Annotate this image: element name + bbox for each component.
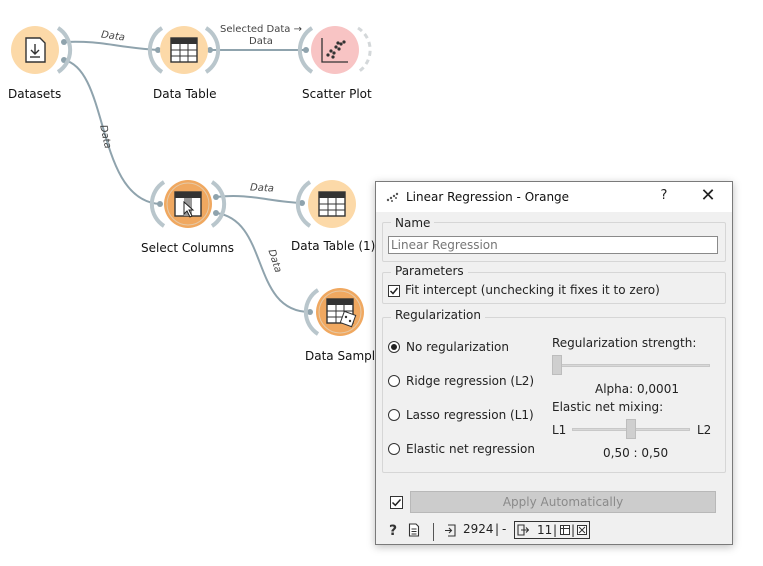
node-label-scatter-plot[interactable]: Scatter Plot xyxy=(302,87,372,101)
radio-label-lasso-regression[interactable]: Lasso regression (L1) xyxy=(406,408,534,422)
name-input[interactable] xyxy=(388,236,718,254)
input-count: 2924 xyxy=(463,522,494,536)
link-label-line-1: Selected Data → xyxy=(220,24,302,35)
radio-label-no-regularization[interactable]: No regularization xyxy=(406,340,510,354)
node-data-table[interactable] xyxy=(147,26,221,74)
l2-label: L2 xyxy=(697,423,712,437)
radio-no-regularization[interactable] xyxy=(388,341,400,353)
node-label-select-columns[interactable]: Select Columns xyxy=(141,241,235,255)
link-selectcolumns-datatable1[interactable] xyxy=(215,194,303,204)
linear-regression-dialog[interactable]: Linear Regression - Orange ? ✕ Name Para… xyxy=(375,181,733,545)
table-icon xyxy=(318,191,346,217)
help-button[interactable]: ? xyxy=(660,188,668,203)
l1-label: L1 xyxy=(552,423,567,437)
data-sampler-icon xyxy=(326,298,357,328)
model-icon xyxy=(560,525,570,535)
node-label-data-table-1[interactable]: Data Table (1) xyxy=(291,239,376,253)
radio-ridge-regression[interactable] xyxy=(388,375,400,387)
select-columns-icon xyxy=(174,191,202,218)
regularization-group-title: Regularization xyxy=(391,308,485,322)
radio-lasso-regression[interactable] xyxy=(388,409,400,421)
link-label-selected-data: Selected Data → Data xyxy=(218,24,304,48)
input-signal-icon xyxy=(444,522,456,542)
scatter-plot-icon xyxy=(321,38,348,63)
parameters-group-title: Parameters xyxy=(391,264,468,278)
apply-automatically-button[interactable]: Apply Automatically xyxy=(410,491,716,513)
fit-intercept-checkbox[interactable] xyxy=(388,285,400,297)
name-group xyxy=(382,222,726,262)
node-label-data-sampler[interactable]: Data Sample xyxy=(305,349,383,363)
svg-text:?: ? xyxy=(389,523,397,538)
dialog-titlebar[interactable]: Linear Regression - Orange ? ✕ xyxy=(376,182,732,212)
output-summary-box[interactable]: 11 | | xyxy=(514,521,590,539)
strength-slider-handle[interactable] xyxy=(552,355,562,375)
checkmark-icon xyxy=(389,287,399,295)
node-datasets[interactable] xyxy=(11,26,73,74)
output-signal-icon xyxy=(517,524,529,536)
output-separator: | xyxy=(571,523,576,537)
node-label-data-table[interactable]: Data Table xyxy=(153,87,217,101)
download-file-icon xyxy=(25,37,46,63)
help-question-icon[interactable]: ? xyxy=(387,522,401,542)
auto-apply-checkbox[interactable] xyxy=(390,496,403,509)
alpha-value-label: Alpha: 0,0001 xyxy=(595,382,679,396)
node-select-columns[interactable] xyxy=(149,180,227,228)
strength-slider-track[interactable] xyxy=(554,364,710,367)
link-datasets-selectcolumns[interactable] xyxy=(63,59,161,205)
output-separator: | xyxy=(553,523,558,537)
status-dash: - xyxy=(502,522,507,536)
node-label-datasets[interactable]: Datasets xyxy=(8,87,62,101)
radio-label-ridge-regression[interactable]: Ridge regression (L2) xyxy=(406,374,535,388)
mixing-value-label: 0,50 : 0,50 xyxy=(603,446,669,460)
radio-label-elastic-net[interactable]: Elastic net regression xyxy=(406,442,535,456)
link-label-data: Data xyxy=(249,182,275,195)
mixing-slider-handle[interactable] xyxy=(626,419,636,439)
close-button[interactable]: ✕ xyxy=(700,185,716,206)
status-separator: | xyxy=(495,522,500,536)
link-label-line-2: Data xyxy=(249,36,273,47)
node-data-table-1[interactable] xyxy=(295,180,356,228)
node-data-sampler[interactable] xyxy=(303,288,364,336)
table-icon xyxy=(170,37,198,63)
regularization-group xyxy=(382,317,726,473)
link-datasets-datatable[interactable] xyxy=(63,40,159,51)
regularization-strength-label: Regularization strength: xyxy=(552,336,697,350)
checkmark-icon xyxy=(391,498,402,507)
node-scatter-plot[interactable] xyxy=(297,26,372,74)
output-count: 11 xyxy=(537,523,553,537)
link-selectcolumns-sampler[interactable] xyxy=(215,212,311,313)
elastic-net-mixing-label: Elastic net mixing: xyxy=(552,400,664,414)
fit-intercept-label[interactable]: Fit intercept (unchecking it fixes it to… xyxy=(405,283,660,297)
dialog-title: Linear Regression - Orange xyxy=(406,190,570,204)
status-divider xyxy=(433,523,434,541)
name-group-title: Name xyxy=(391,216,435,230)
orange-app-icon xyxy=(386,192,399,202)
parameters-group xyxy=(382,272,726,304)
report-document-icon[interactable] xyxy=(408,522,420,542)
learner-icon xyxy=(577,525,587,535)
radio-elastic-net[interactable] xyxy=(388,443,400,455)
